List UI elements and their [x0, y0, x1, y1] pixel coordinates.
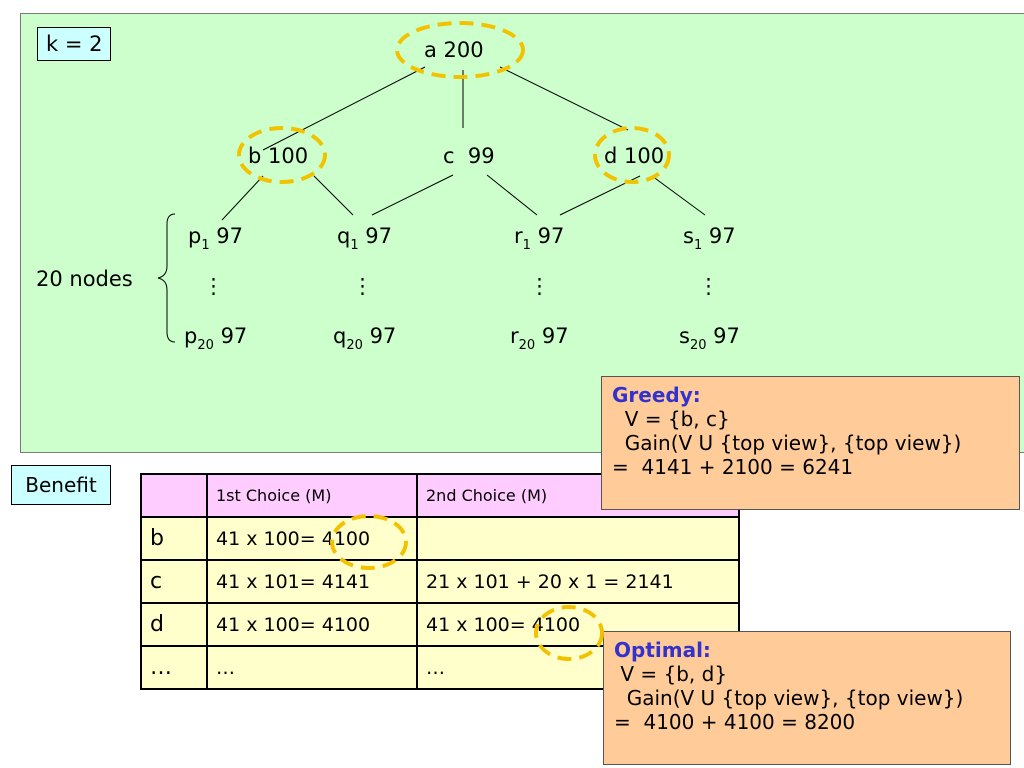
node-p1: p1 97	[188, 224, 243, 253]
table-cell: d	[140, 602, 208, 647]
table-cell: 41 x 101= 4141	[206, 559, 418, 604]
edge-a-b	[262, 66, 426, 151]
table-cell: 41 x 100= 4100	[206, 602, 418, 647]
edge-d-r	[559, 175, 641, 216]
node-s1: s1 97	[683, 224, 736, 253]
table-cell: c	[140, 559, 208, 604]
edge-c-r	[486, 174, 538, 216]
optimal-line: = 4100 + 4100 = 8200	[614, 710, 856, 734]
vdots-r: ⋮	[529, 274, 550, 298]
table-row: b 41 x 100= 4100	[140, 516, 740, 561]
node-p20: p20 97	[184, 324, 247, 353]
node-c: c 99	[443, 144, 495, 168]
node-r20: r20 97	[510, 324, 569, 353]
greedy-line: V = {b, c}	[612, 407, 730, 431]
table-cell: 41 x 100= 4100	[206, 516, 418, 561]
optimal-line: V = {b, d}	[614, 662, 728, 686]
group-brace	[157, 213, 176, 343]
benefit-label: Benefit	[11, 465, 111, 505]
table-cell: b	[140, 516, 208, 561]
node-s20: s20 97	[679, 324, 740, 353]
optimal-title: Optimal:	[614, 638, 711, 662]
node-a: a 200	[424, 38, 484, 62]
vdots-p: ⋮	[203, 274, 224, 298]
table-header-cell	[140, 473, 208, 518]
edge-b-p	[221, 175, 264, 221]
edge-a-d	[499, 66, 629, 131]
greedy-line: Gain(V U {top view}, {top view})	[612, 431, 962, 455]
table-header-cell: 1st Choice (M)	[206, 473, 418, 518]
node-d: d 100	[604, 144, 664, 168]
node-q1: q1 97	[337, 224, 392, 253]
greedy-line: = 4141 + 2100 = 6241	[612, 455, 854, 479]
optimal-line: Gain(V U {top view}, {top view})	[614, 686, 964, 710]
table-cell: …	[140, 645, 208, 690]
edge-c-q	[371, 174, 454, 216]
k-label: k = 2	[37, 27, 112, 61]
greedy-title: Greedy:	[612, 383, 701, 407]
table-cell: …	[206, 645, 418, 690]
node-q20: q20 97	[333, 324, 396, 353]
edge-d-s	[651, 175, 706, 216]
vdots-s: ⋮	[698, 274, 719, 298]
edge-b-q	[313, 175, 354, 216]
vdots-q: ⋮	[352, 274, 373, 298]
greedy-callout: Greedy: V = {b, c} Gain(V U {top view}, …	[601, 376, 1020, 510]
table-cell	[416, 516, 740, 561]
table-cell: 21 x 101 + 20 x 1 = 2141	[416, 559, 740, 604]
group-label: 20 nodes	[36, 267, 133, 291]
node-b: b 100	[248, 144, 308, 168]
optimal-callout: Optimal: V = {b, d} Gain(V U {top view},…	[603, 631, 1011, 765]
node-r1: r1 97	[514, 224, 564, 253]
table-row: c 41 x 101= 4141 21 x 101 + 20 x 1 = 214…	[140, 559, 740, 604]
